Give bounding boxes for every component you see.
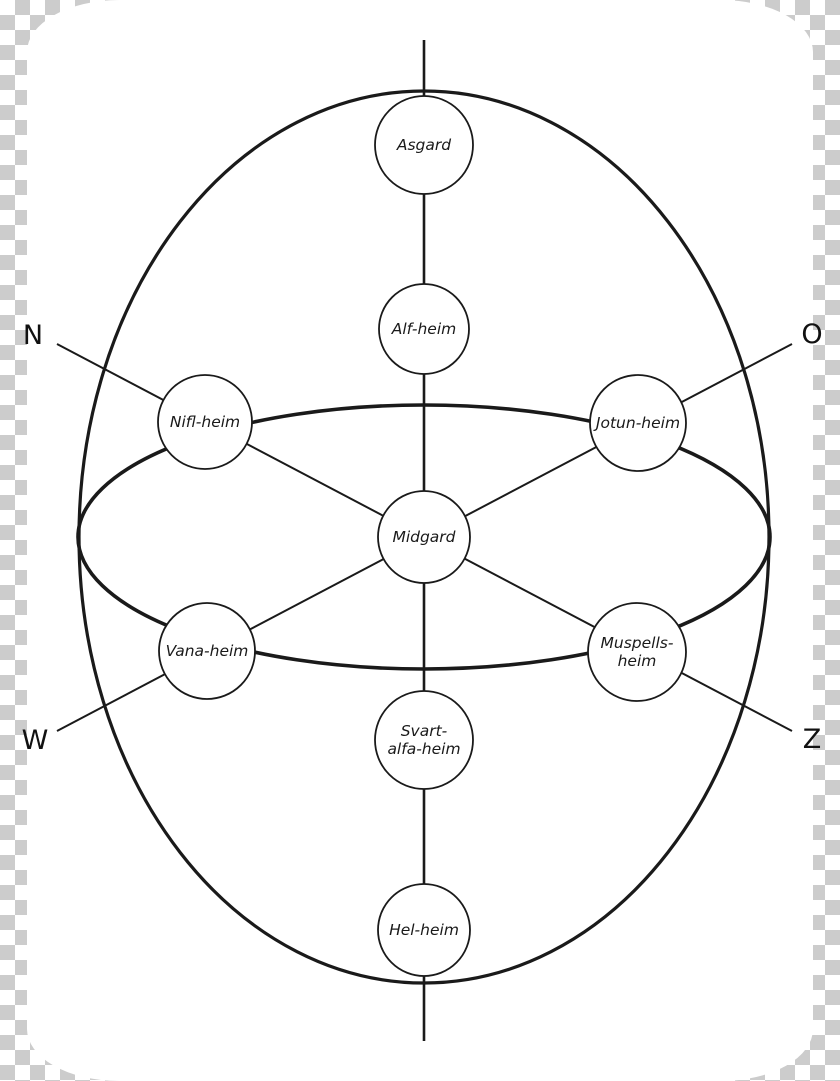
node-muspells-heim-circle	[587, 602, 687, 702]
compass-label-west: W	[22, 725, 49, 756]
node-svart-alfa-heim-circle	[374, 690, 474, 790]
node-midgard-circle	[377, 490, 471, 584]
node-svart-alfa-heim-label-line1: Svart-	[401, 722, 448, 740]
node-nifl-heim: Nifl-heim	[157, 374, 253, 470]
equator-ellipse	[76, 403, 772, 671]
node-muspells-heim: Muspells- heim	[587, 602, 687, 702]
node-alf-heim: Alf-heim	[378, 283, 470, 375]
node-vana-heim-circle	[158, 602, 256, 700]
node-nifl-heim-circle	[157, 374, 253, 470]
node-vana-heim-label: Vana-heim	[166, 642, 249, 660]
compass-layer: N O W Z	[22, 319, 823, 756]
compass-label-south: Z	[803, 724, 822, 755]
node-svart-alfa-heim: Svart- alfa-heim	[374, 690, 474, 790]
node-layer: Asgard Alf-heim Nifl-heim Jotun-heim Mid…	[157, 95, 687, 977]
node-alf-heim-label: Alf-heim	[391, 320, 456, 338]
node-midgard: Midgard	[377, 490, 471, 584]
node-midgard-label: Midgard	[392, 528, 455, 546]
node-hel-heim-circle	[377, 883, 471, 977]
node-jotun-heim: Jotun-heim	[589, 374, 687, 472]
node-jotun-heim-label: Jotun-heim	[593, 414, 680, 432]
node-hel-heim: Hel-heim	[377, 883, 471, 977]
node-jotun-heim-circle	[589, 374, 687, 472]
node-hel-heim-label: Hel-heim	[389, 921, 459, 939]
node-nifl-heim-label: Nifl-heim	[170, 413, 240, 431]
node-vana-heim: Vana-heim	[158, 602, 256, 700]
compass-label-north: N	[23, 320, 43, 351]
node-asgard-circle	[374, 95, 474, 195]
compass-label-east: O	[801, 319, 822, 350]
node-svart-alfa-heim-label-line2: alfa-heim	[387, 740, 460, 758]
node-muspells-heim-label-line2: heim	[618, 652, 657, 670]
node-asgard-label: Asgard	[396, 136, 451, 154]
node-alf-heim-circle	[378, 283, 470, 375]
node-muspells-heim-label-line1: Muspells-	[601, 634, 674, 652]
node-asgard: Asgard	[374, 95, 474, 195]
